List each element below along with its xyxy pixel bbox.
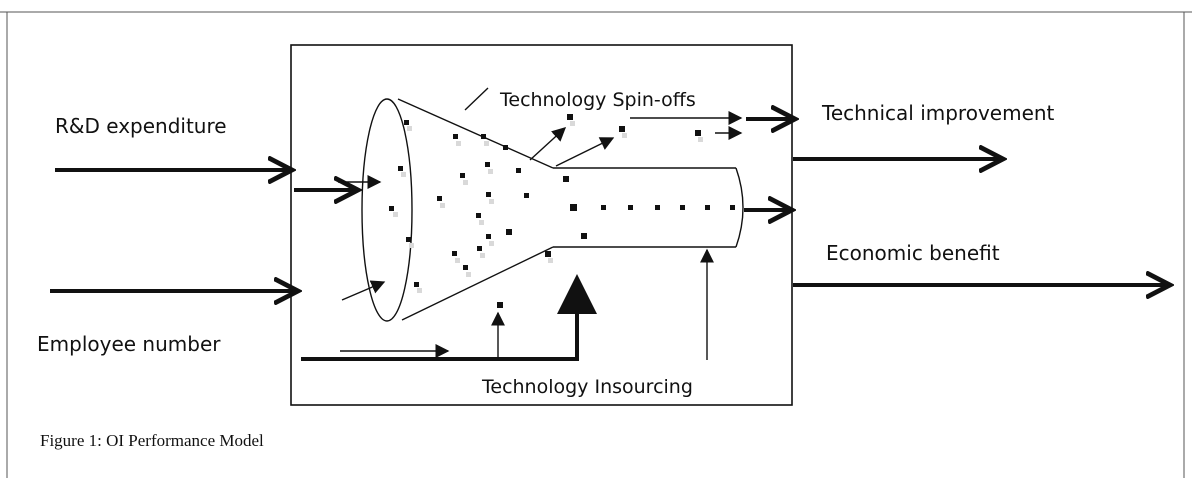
particle	[414, 282, 419, 287]
particle	[563, 176, 569, 182]
rd-expenditure-label: R&D expenditure	[55, 114, 227, 138]
particle	[480, 253, 485, 258]
particle	[695, 130, 701, 136]
particle	[452, 251, 457, 256]
particle	[698, 137, 703, 142]
particle	[404, 120, 409, 125]
particle	[489, 241, 494, 246]
particle	[486, 234, 491, 239]
particle	[393, 212, 398, 217]
particle	[477, 246, 482, 251]
spinoff-arrow-2	[555, 137, 615, 167]
particle	[481, 134, 486, 139]
particle	[488, 169, 493, 174]
lower-entry-arrow	[341, 280, 386, 301]
funnel-lower-edge	[401, 246, 554, 321]
particle	[460, 173, 465, 178]
particle	[601, 205, 606, 210]
insourcing-feed-line	[301, 274, 597, 361]
particle	[581, 233, 587, 239]
technology-insourcing-label: Technology Insourcing	[482, 376, 693, 398]
particle	[389, 206, 394, 211]
particle	[503, 145, 508, 150]
figure-caption: Figure 1: OI Performance Model	[40, 431, 264, 450]
particle	[409, 243, 414, 248]
particle	[705, 205, 710, 210]
particle	[567, 114, 573, 120]
particle	[619, 126, 625, 132]
thin-arrows	[338, 87, 743, 360]
particle	[680, 205, 685, 210]
employee-number-label: Employee number	[37, 332, 221, 356]
particle	[485, 162, 490, 167]
technical-improvement-label: Technical improvement	[822, 101, 1055, 125]
model-box	[290, 44, 793, 406]
particle	[570, 121, 575, 126]
particle	[548, 258, 553, 263]
particle	[484, 141, 489, 146]
particle	[570, 204, 577, 211]
big-arrows	[50, 119, 1168, 361]
particles	[389, 114, 735, 308]
particle	[545, 251, 551, 257]
particle	[628, 205, 633, 210]
particle	[398, 166, 403, 171]
particle	[476, 213, 481, 218]
particle	[463, 265, 468, 270]
funnel-upper-edge	[397, 98, 554, 169]
particle	[456, 141, 461, 146]
particle	[622, 133, 627, 138]
particle	[455, 258, 460, 263]
spinoff-leader-line	[464, 87, 489, 111]
particle	[479, 220, 484, 225]
particle	[730, 205, 735, 210]
particle	[489, 199, 494, 204]
particle	[486, 192, 491, 197]
particle	[524, 193, 529, 198]
particle	[407, 126, 412, 131]
particle	[437, 196, 442, 201]
particle	[466, 272, 471, 277]
particle	[406, 237, 411, 242]
particle	[655, 205, 660, 210]
tube-end-cap	[735, 167, 744, 248]
particle	[417, 288, 422, 293]
particle	[401, 172, 406, 177]
funnel-mouth	[361, 98, 413, 322]
particle	[440, 203, 445, 208]
particle	[516, 168, 521, 173]
particle	[453, 134, 458, 139]
particle	[463, 180, 468, 185]
particle	[497, 302, 503, 308]
particle	[506, 229, 512, 235]
technology-spin-offs-label: Technology Spin-offs	[500, 89, 696, 111]
funnel-shape	[361, 98, 744, 322]
economic-benefit-label: Economic benefit	[826, 241, 1000, 265]
spinoff-arrow-1	[529, 127, 567, 161]
